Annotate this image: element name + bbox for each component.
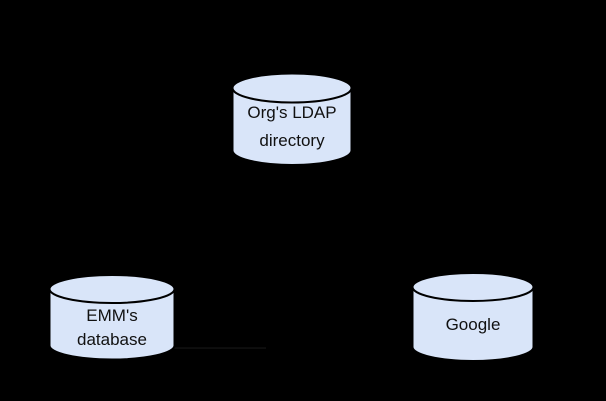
- database-cylinder-top: [48, 274, 176, 304]
- database-cylinder-body: [411, 287, 535, 362]
- node-emms-database: EMM's database: [48, 274, 176, 361]
- database-cylinder-top: [231, 72, 353, 104]
- database-cylinder-top: [411, 272, 535, 302]
- database-cylinder-body: [48, 289, 176, 361]
- node-google: Google: [411, 272, 535, 362]
- connector-emm-to-google-line: [171, 347, 266, 349]
- node-orgs-ldap-directory: Org's LDAP directory: [231, 72, 353, 166]
- node-label-emm-line1: EMM's: [86, 306, 137, 325]
- database-cylinder-body: [231, 88, 353, 166]
- node-label-ldap-line1: Org's LDAP: [247, 103, 336, 122]
- node-label-emm-line2: database: [77, 330, 147, 349]
- node-label-google: Google: [446, 315, 501, 334]
- node-label-ldap-line2: directory: [259, 131, 325, 150]
